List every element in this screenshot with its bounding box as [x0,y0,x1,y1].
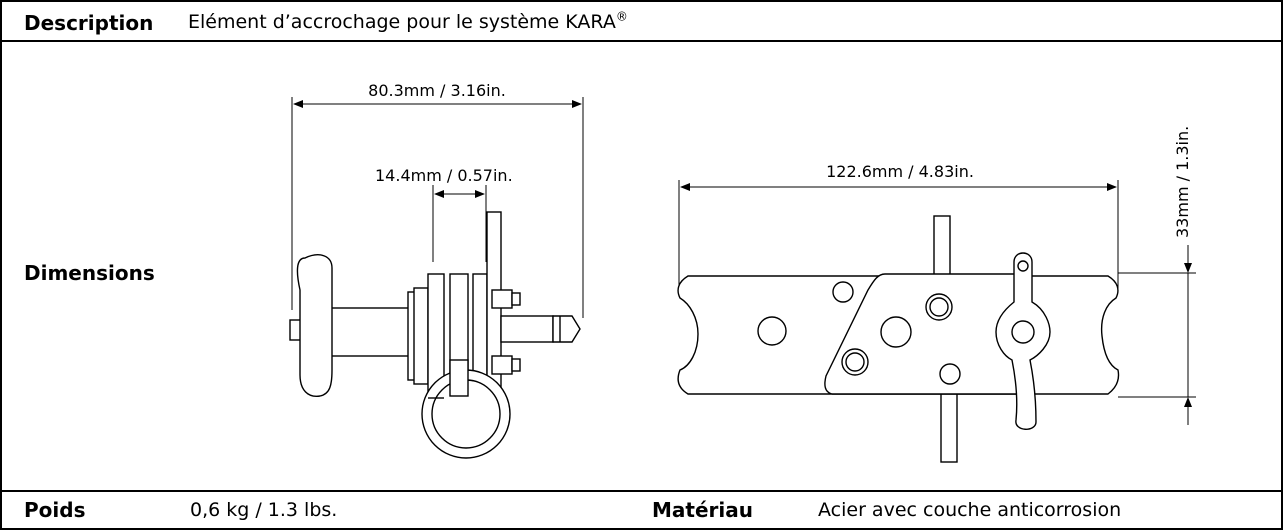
side-overall-dimension: 80.3mm / 3.16in. [368,81,506,100]
dimensions-label: Dimensions [24,261,155,285]
top-length-dimension: 122.6mm / 4.83in. [826,162,974,181]
material-label: Matériau [652,498,753,522]
weight-value: 0,6 kg / 1.3 lbs. [190,499,338,521]
description-row: Description Elément d’accrochage pour le… [0,0,1283,42]
top-height-dimension: 33mm / 1.3in. [1173,126,1192,238]
description-label: Description [24,11,154,35]
properties-row: Poids 0,6 kg / 1.3 lbs. Matériau Acier a… [0,490,1283,530]
description-value: Elément d’accrochage pour le système KAR… [188,9,628,33]
side-view-drawing [289,97,584,459]
material-value: Acier avec couche anticorrosion [818,499,1122,521]
top-view-drawing [677,180,1196,463]
dimensions-row: Dimensions [0,40,1283,492]
weight-label: Poids [24,498,86,522]
registered-mark: ® [615,9,628,24]
side-inner-dimension: 14.4mm / 0.57in. [375,166,513,185]
